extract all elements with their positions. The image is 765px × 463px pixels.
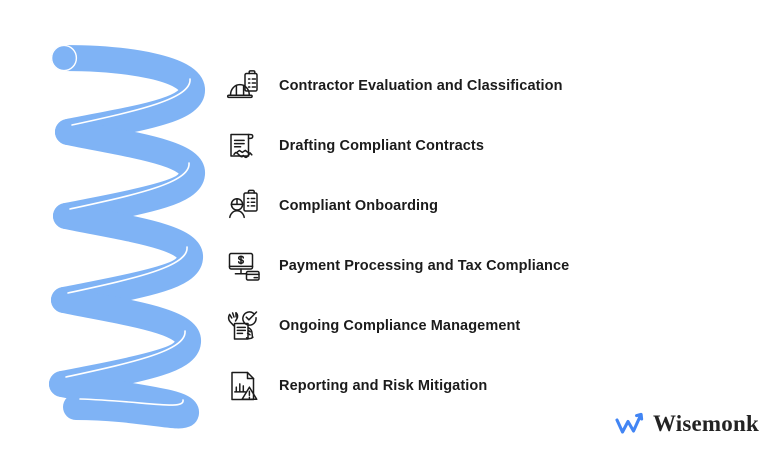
report-chart-warning-icon [222, 364, 266, 408]
list-item-label: Contractor Evaluation and Classification [279, 78, 563, 94]
hand-document-check-icon [222, 304, 266, 348]
w-arrow-icon [614, 409, 648, 439]
brand-logo[interactable]: Wisemonk [614, 409, 759, 439]
monitor-dollar-card-icon [222, 244, 266, 288]
list-item[interactable]: Ongoing Compliance Management [222, 296, 642, 356]
process-steps-list: Contractor Evaluation and Classification… [222, 56, 642, 416]
list-item-label: Ongoing Compliance Management [279, 318, 521, 334]
blue-spiral-coil [40, 35, 215, 430]
list-item[interactable]: Drafting Compliant Contracts [222, 116, 642, 176]
list-item-label: Reporting and Risk Mitigation [279, 378, 488, 394]
list-item[interactable]: Reporting and Risk Mitigation [222, 356, 642, 416]
list-item[interactable]: Payment Processing and Tax Compliance [222, 236, 642, 296]
document-handshake-icon [222, 124, 266, 168]
list-item-label: Compliant Onboarding [279, 198, 439, 214]
coil-end-cap [50, 44, 78, 72]
person-clipboard-icon [222, 184, 266, 228]
list-item-label: Payment Processing and Tax Compliance [279, 258, 570, 274]
brand-name: Wisemonk [653, 411, 759, 436]
list-item[interactable]: Compliant Onboarding [222, 176, 642, 236]
hard-hat-clipboard-icon [222, 64, 266, 108]
list-item-label: Drafting Compliant Contracts [279, 138, 484, 154]
list-item[interactable]: Contractor Evaluation and Classification [222, 56, 642, 116]
